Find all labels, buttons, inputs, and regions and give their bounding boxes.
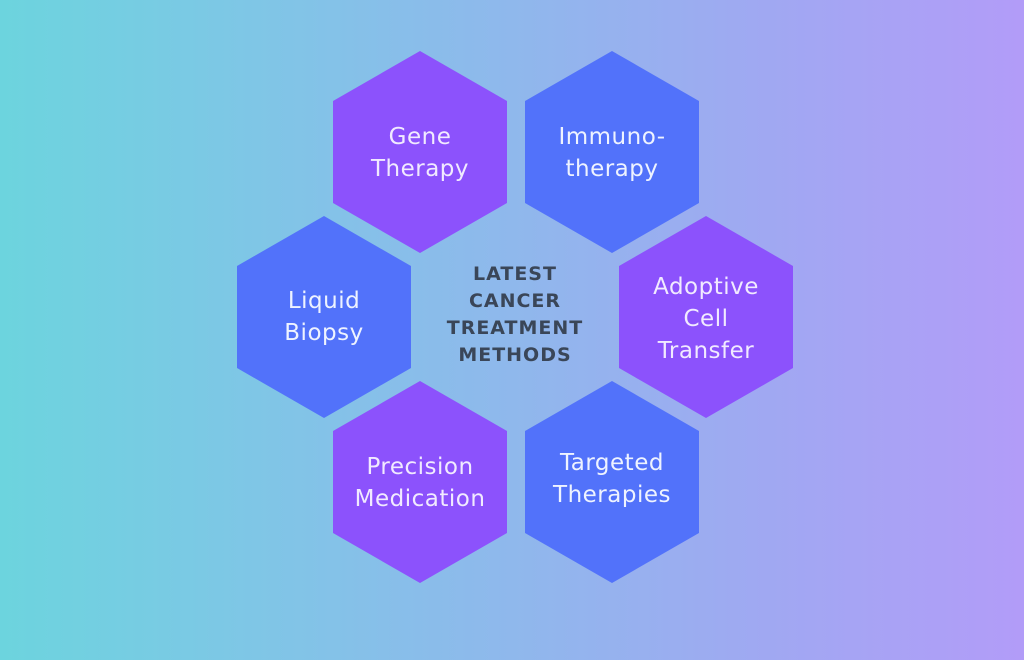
label-line: Cell [683, 306, 729, 332]
label-line: therapy [565, 156, 659, 182]
label-line: Medication [354, 486, 486, 512]
label-line: Therapy [370, 156, 470, 182]
hexagon-gene-therapy [333, 51, 507, 253]
label-precision-medication: Precision Medication [332, 451, 508, 515]
label-immunotherapy: Immuno- therapy [524, 121, 700, 185]
label-line: Gene [388, 124, 452, 150]
title-line: LATEST [473, 263, 557, 285]
label-line: Immuno- [558, 124, 666, 150]
label-line: Transfer [657, 338, 755, 364]
hexagon-precision-medication [333, 381, 507, 583]
hexagon-liquid-biopsy [237, 216, 411, 418]
label-gene-therapy: Gene Therapy [332, 121, 508, 185]
label-line: Adoptive [653, 274, 759, 300]
title-line: CANCER [468, 290, 562, 312]
diagram-title: LATEST CANCER TREATMENT METHODS [415, 261, 615, 369]
title-line: METHODS [458, 344, 572, 366]
hexagon-targeted-therapies [525, 381, 699, 583]
hexagon-adoptive-cell-transfer [619, 216, 793, 418]
label-line: Precision [366, 454, 474, 480]
label-line: Therapies [553, 482, 671, 508]
title-line: TREATMENT [446, 317, 584, 339]
label-line: Liquid [287, 288, 361, 314]
label-line: Biopsy [284, 320, 364, 346]
label-adoptive-cell-transfer: Adoptive Cell Transfer [618, 271, 794, 367]
label-line: Targeted [560, 450, 664, 476]
label-liquid-biopsy: Liquid Biopsy [236, 285, 412, 349]
label-targeted-therapies: Targeted Therapies [524, 447, 700, 511]
hexagon-immunotherapy [525, 51, 699, 253]
